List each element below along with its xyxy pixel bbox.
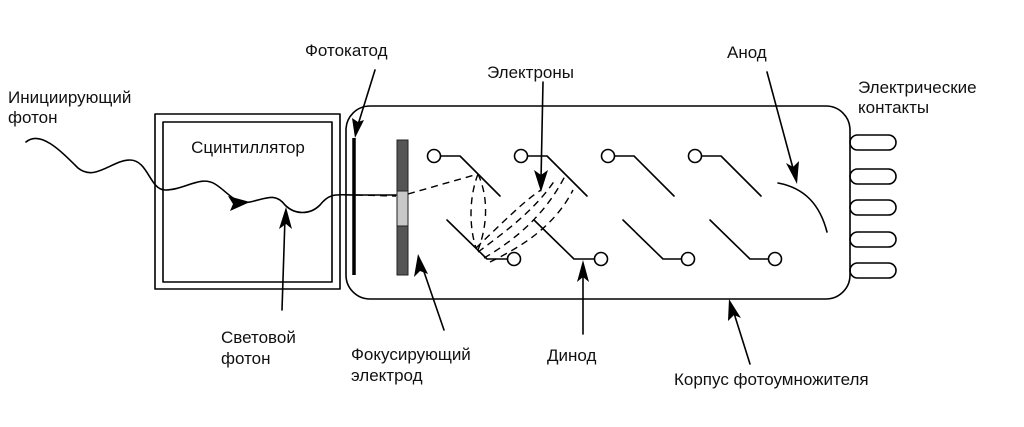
photon-path [25, 137, 397, 214]
scintillator-inner-box [162, 121, 333, 283]
dynode [446, 219, 522, 267]
pmt-body-leader [732, 309, 751, 365]
focusing-electrode-arrowhead [414, 254, 428, 277]
photon-arrowhead [228, 196, 250, 211]
initiating-photon-label-line2: фотон [8, 108, 58, 127]
pmt-body-label: Корпус фотоумножителя [674, 370, 869, 389]
photocathode-label: Фотокатод [305, 41, 388, 60]
dynode-label: Динод [547, 346, 596, 365]
dynode [533, 219, 609, 267]
dynode [426, 148, 501, 197]
dynode [513, 148, 588, 197]
electrons-leader [540, 81, 544, 181]
contact-pin [849, 199, 897, 216]
anode [777, 182, 828, 233]
focusing-electrode [396, 139, 409, 276]
dynode [687, 148, 762, 197]
dynodes [426, 148, 783, 267]
initiating-photon-label-line1: Инициирующий [8, 88, 131, 107]
contact-pin [849, 168, 897, 185]
pmt-body-arrowhead [728, 299, 741, 321]
scintillator-label: Сцинтиллятор [191, 138, 305, 157]
dynode [622, 219, 696, 267]
electrical-contacts-label-line2: контакты [858, 98, 929, 117]
photocathode-arrowhead [352, 118, 364, 138]
focusing-electrode-label-line1: Фокусирующий [351, 345, 471, 364]
dynode [600, 148, 675, 197]
light-photon-label-line1: Световой [221, 328, 296, 347]
focusing-electrode-label-line2: электрод [351, 366, 423, 385]
anode-label: Анод [727, 43, 767, 62]
dynode [709, 219, 783, 267]
electron-trajectories [355, 173, 574, 263]
focusing-electrode-aperture [396, 190, 409, 227]
anode-arrowhead [786, 161, 799, 184]
focusing-electrode-leader [421, 265, 445, 331]
anode-leader [766, 71, 795, 173]
light-photon-arrowhead [279, 207, 292, 229]
dynode-arrowhead [577, 260, 589, 282]
electrical-contacts-label-line1: Электрические [858, 78, 977, 97]
electrical-contacts [849, 134, 897, 279]
pmt-body [345, 105, 851, 300]
contact-pin [849, 262, 897, 279]
contact-pin [849, 134, 897, 151]
light-photon-leader [281, 217, 286, 311]
electrons-label: Электроны [487, 63, 574, 82]
contact-pin [849, 231, 897, 248]
photocathode-leader [356, 69, 376, 129]
light-photon-label-line2: фотон [221, 349, 271, 368]
scintillator-outer-box [154, 113, 341, 290]
electrons-arrowhead [534, 170, 548, 192]
